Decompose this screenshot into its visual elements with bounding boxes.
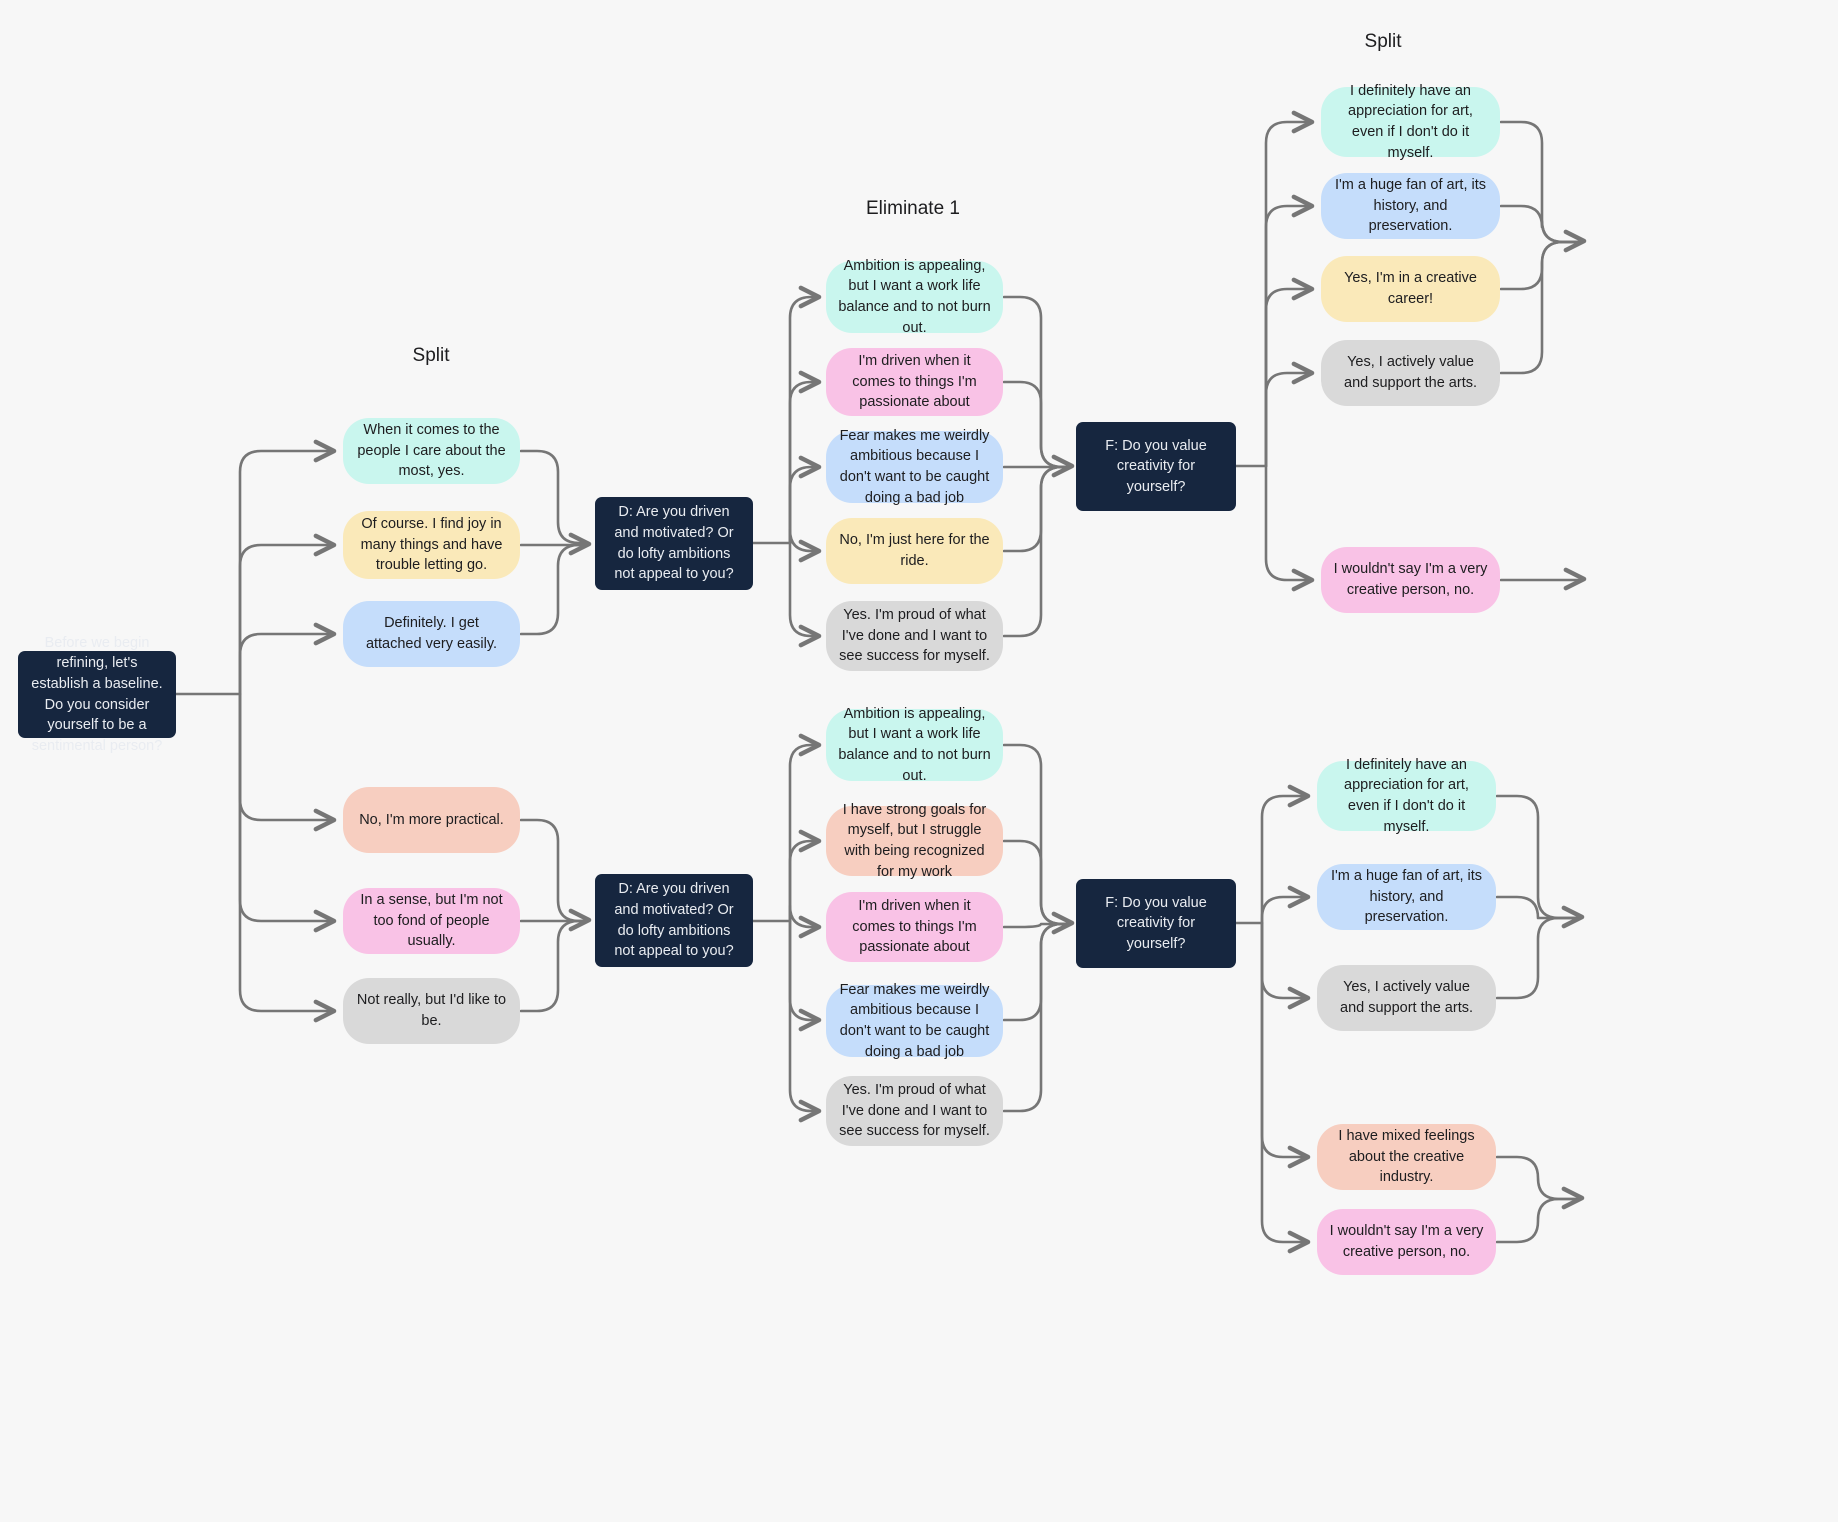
answer-card-proud-success-top[interactable]: Yes. I'm proud of what I've done and I w… (826, 601, 1003, 671)
question-node-creativity-bottom[interactable]: F: Do you value creativity for yourself? (1076, 879, 1236, 968)
root-question-node[interactable]: Before we begin refining, let's establis… (18, 635, 176, 754)
question-node-creativity-top[interactable]: F: Do you value creativity for yourself? (1076, 422, 1236, 511)
group-label-eliminate-1: Eliminate 1 (866, 198, 960, 219)
answer-card-ambition-appealing-top[interactable]: Ambition is appealing, but I want a work… (826, 258, 1003, 336)
answer-card-ambition-appealing-bottom[interactable]: Ambition is appealing, but I want a work… (826, 706, 1003, 784)
answer-card-just-here-for-ride[interactable]: No, I'm just here for the ride. (826, 518, 1003, 584)
answer-card-not-creative-bottom[interactable]: I wouldn't say I'm a very creative perso… (1317, 1209, 1496, 1275)
answer-card-appreciation-art-top[interactable]: I definitely have an appreciation for ar… (1321, 83, 1500, 161)
answer-card-fear-ambitious-top[interactable]: Fear makes me weirdly ambitious because … (826, 428, 1003, 506)
answer-card-not-creative-top[interactable]: I wouldn't say I'm a very creative perso… (1321, 547, 1500, 613)
answer-card-when-it-comes-to-people[interactable]: When it comes to the people I care about… (343, 418, 520, 484)
answer-card-driven-passionate-top[interactable]: I'm driven when it comes to things I'm p… (826, 348, 1003, 416)
question-node-driven-top[interactable]: D: Are you driven and motivated? Or do l… (595, 497, 753, 590)
answer-card-actively-value-arts-top[interactable]: Yes, I actively value and support the ar… (1321, 340, 1500, 406)
answer-card-definitely-attached[interactable]: Definitely. I get attached very easily. (343, 601, 520, 667)
answer-card-huge-fan-art-top[interactable]: I'm a huge fan of art, its history, and … (1321, 173, 1500, 239)
question-node-driven-bottom[interactable]: D: Are you driven and motivated? Or do l… (595, 874, 753, 967)
answer-card-in-a-sense-not-fond[interactable]: In a sense, but I'm not too fond of peop… (343, 888, 520, 954)
answer-card-huge-fan-art-bottom[interactable]: I'm a huge fan of art, its history, and … (1317, 864, 1496, 930)
answer-card-proud-success-bottom[interactable]: Yes. I'm proud of what I've done and I w… (826, 1076, 1003, 1146)
answer-card-appreciation-art-bottom[interactable]: I definitely have an appreciation for ar… (1317, 757, 1496, 835)
answer-card-strong-goals-recognized[interactable]: I have strong goals for myself, but I st… (826, 802, 1003, 880)
answer-card-driven-passionate-bottom[interactable]: I'm driven when it comes to things I'm p… (826, 892, 1003, 962)
group-label-split-left: Split (412, 345, 450, 366)
answer-card-creative-career[interactable]: Yes, I'm in a creative career! (1321, 256, 1500, 322)
answer-card-mixed-feelings-industry[interactable]: I have mixed feelings about the creative… (1317, 1124, 1496, 1190)
answer-card-of-course-find-joy[interactable]: Of course. I find joy in many things and… (343, 511, 520, 579)
group-label-split-right: Split (1364, 31, 1402, 52)
answer-card-fear-ambitious-bottom[interactable]: Fear makes me weirdly ambitious because … (826, 982, 1003, 1060)
answer-card-no-more-practical[interactable]: No, I'm more practical. (343, 787, 520, 853)
answer-card-not-really-like-to-be[interactable]: Not really, but I'd like to be. (343, 978, 520, 1044)
answer-card-actively-value-arts-bottom[interactable]: Yes, I actively value and support the ar… (1317, 965, 1496, 1031)
